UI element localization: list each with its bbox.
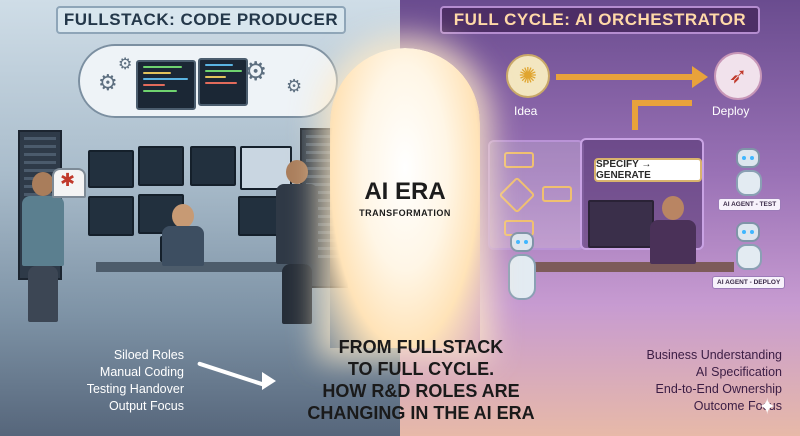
idea-to-deploy-arrow [556, 74, 696, 80]
center-subtitle: TRANSFORMATION [359, 208, 451, 218]
gear-icon: ⚙ [118, 56, 133, 73]
return-arrow [632, 100, 638, 130]
headline-line: HOW R&D ROLES ARE [322, 381, 520, 401]
desk [96, 262, 306, 272]
monitor [88, 150, 134, 188]
list-item: Business Understanding [646, 348, 783, 362]
code-window [198, 58, 248, 106]
gantt-monitor [240, 146, 292, 190]
code-window [136, 60, 196, 110]
list-item: Output Focus [108, 399, 184, 413]
list-item: Siloed Roles [113, 348, 184, 362]
right-points-list: Business Understanding AI Specification … [574, 347, 783, 415]
rocket-icon: ➶ [714, 52, 762, 100]
center-title: AI ERA [364, 178, 446, 205]
arrow-head [692, 66, 708, 88]
bug-icon: ✱ [60, 170, 76, 190]
list-item: Outcome Focus [693, 399, 782, 413]
idea-label: Idea [514, 104, 538, 118]
headline-line: TO FULL CYCLE. [347, 359, 495, 379]
list-item: End-to-End Ownership [655, 382, 782, 396]
return-arrow [632, 100, 692, 106]
headline-line: FROM FULLSTACK [338, 337, 504, 357]
lightbulb-icon: ✺ [506, 54, 550, 98]
agent-deploy-tag: AI AGENT - DEPLOY [712, 276, 786, 289]
portal-arch [330, 48, 480, 348]
gear-icon: ⚙ [286, 76, 303, 96]
gear-icon: ⚙ [244, 56, 268, 86]
deploy-label: Deploy [712, 104, 750, 118]
arrow-head [262, 372, 276, 390]
monitor [88, 196, 134, 236]
sparkle-icon: ✦ [758, 394, 777, 419]
list-item: Manual Coding [99, 365, 184, 379]
agent-test-tag: AI AGENT - TEST [718, 198, 782, 211]
gear-icon: ⚙ [98, 70, 118, 95]
headline: FROM FULLSTACK TO FULL CYCLE. HOW R&D RO… [298, 336, 544, 424]
desk [534, 262, 734, 272]
bug-report-card [52, 168, 86, 198]
right-panel-title: FULL CYCLE: AI ORCHESTRATOR [440, 6, 760, 34]
headline-line: CHANGING IN THE AI ERA [307, 403, 535, 423]
list-item: AI Specification [695, 365, 782, 379]
monitor [190, 146, 236, 186]
prompt-bubble: SPECIFY → GENERATE [594, 158, 702, 182]
left-panel-title: FULLSTACK: CODE PRODUCER [56, 6, 346, 34]
left-points-list: Siloed Roles Manual Coding Testing Hando… [8, 347, 184, 415]
list-item: Testing Handover [86, 382, 184, 396]
monitor [138, 146, 184, 186]
monitor [588, 200, 654, 248]
flowchart-panel [488, 140, 584, 250]
